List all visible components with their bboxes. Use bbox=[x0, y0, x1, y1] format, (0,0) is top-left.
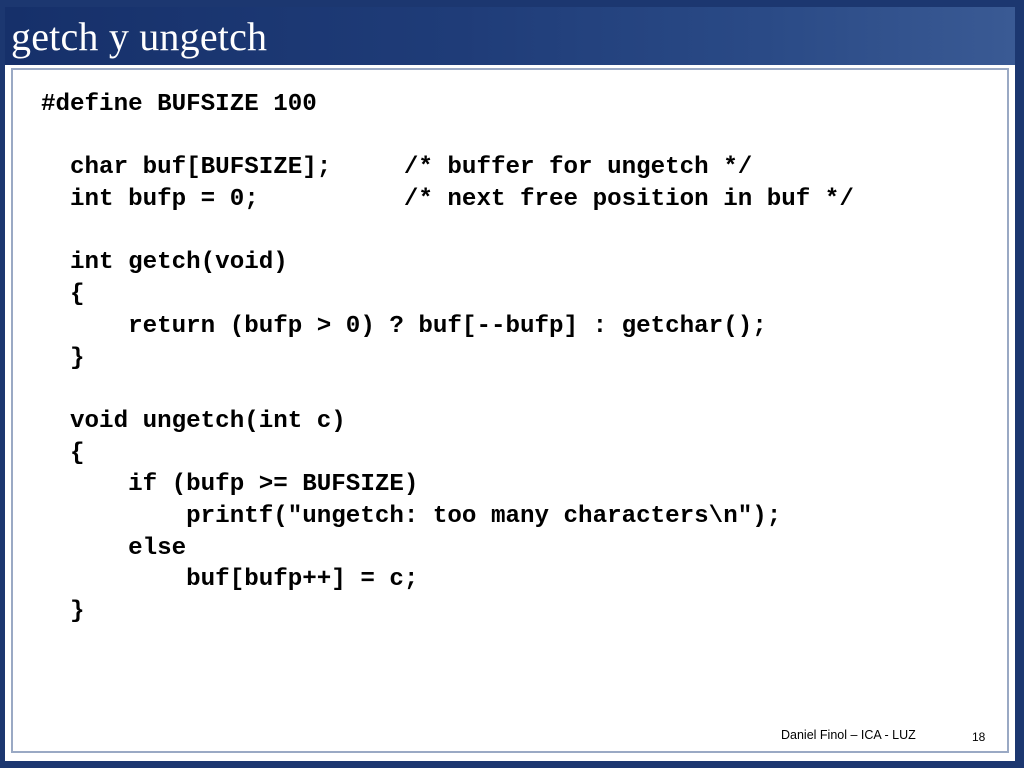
footer-author: Daniel Finol – ICA - LUZ bbox=[781, 728, 916, 742]
code-line bbox=[41, 216, 854, 248]
code-line: return (bufp > 0) ? buf[--bufp] : getcha… bbox=[41, 312, 767, 340]
code-line: { bbox=[41, 439, 85, 467]
code-line: #define BUFSIZE 100 bbox=[41, 91, 317, 118]
code-line: else bbox=[41, 534, 187, 562]
code-block: #define BUFSIZE 100 char buf[BUFSIZE]; /… bbox=[41, 89, 854, 628]
code-line: int bufp = 0; /* next free position in b… bbox=[41, 186, 854, 214]
code-line: { bbox=[41, 281, 85, 309]
code-line: printf("ungetch: too many characters\n")… bbox=[41, 502, 782, 530]
code-line: } bbox=[41, 344, 85, 372]
code-line bbox=[41, 374, 854, 406]
title-bar: getch y ungetch bbox=[5, 7, 1015, 65]
slide-title: getch y ungetch bbox=[11, 14, 268, 59]
content-frame bbox=[11, 68, 1009, 753]
code-line: char buf[BUFSIZE]; /* buffer for ungetch… bbox=[41, 154, 753, 182]
code-line: int getch(void) bbox=[41, 249, 288, 277]
code-line: } bbox=[41, 598, 85, 625]
code-line: buf[bufp++] = c; bbox=[41, 566, 419, 594]
page-number: 18 bbox=[972, 730, 986, 744]
code-line: void ungetch(int c) bbox=[41, 407, 346, 435]
code-line: if (bufp >= BUFSIZE) bbox=[41, 471, 419, 499]
code-line bbox=[41, 121, 854, 153]
